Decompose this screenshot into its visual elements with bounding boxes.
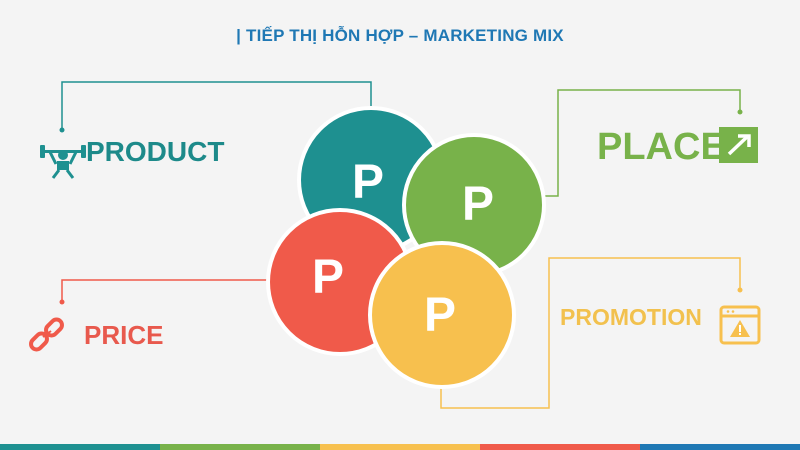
footer-stripe-segment [480,444,640,450]
promotion-circle [368,241,516,389]
chain-link-icon [29,317,64,352]
price-label: PRICE [84,320,164,350]
price-circle-letter: P [312,251,344,304]
weightlifter-icon [40,145,86,179]
promotion-label: PROMOTION [560,304,702,330]
promotion-connector-line [440,257,741,409]
promotion-connector-dot [737,287,743,293]
price-connector-line [61,279,272,302]
place-circle-letter: P [462,178,494,231]
product-connector-line [61,81,372,130]
promotion-circle-letter: P [424,289,456,342]
place-connector-dot [737,109,743,115]
place-label: PLACE [597,126,726,168]
product-label: PRODUCT [86,136,225,167]
footer-stripe-segment [320,444,480,450]
footer-stripe-segment [160,444,320,450]
price-connector-dot [59,299,65,305]
place-connector-line [543,89,741,197]
footer-stripe [0,444,800,450]
page-title: | TIẾP THỊ HỖN HỢP – MARKETING MIX [236,26,564,45]
product-connector-dot [59,127,65,133]
footer-stripe-segment [0,444,160,450]
product-circle-letter: P [352,156,384,209]
warning-window-icon [719,305,761,345]
arrow-up-right-icon [719,127,758,163]
footer-stripe-segment [640,444,800,450]
